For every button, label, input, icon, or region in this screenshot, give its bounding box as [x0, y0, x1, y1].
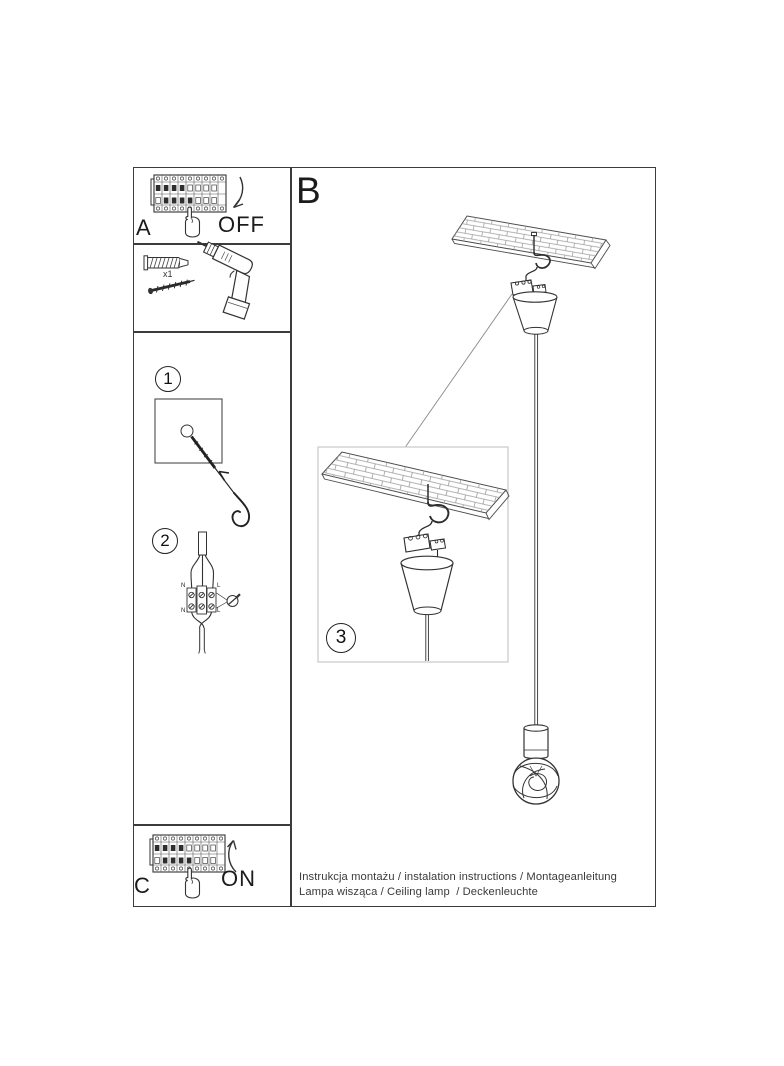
panel-a-divider — [133, 243, 291, 245]
terminal-n-bottom-label: N — [181, 608, 186, 614]
anchor-count-label: x1 — [163, 269, 173, 279]
footer-line-2: Lampa wisząca / Ceiling lamp / Deckenleu… — [299, 886, 538, 898]
power-off-label: OFF — [218, 212, 265, 237]
terminal-l-bottom-label: L — [217, 608, 221, 614]
section-a-label: A — [136, 215, 151, 240]
terminal-n-top-label: N — [181, 583, 186, 589]
step-1-badge: 1 — [155, 366, 181, 392]
outer-frame — [133, 167, 656, 907]
terminal-l-top-label: L — [217, 583, 221, 589]
step-3-badge: 3 — [326, 623, 356, 653]
footer-caption: Instrukcja montażu / instalation instruc… — [299, 870, 617, 900]
section-c-label: C — [134, 873, 150, 898]
footer-line-1: Instrukcja montażu / instalation instruc… — [299, 871, 617, 883]
panel-c-divider — [133, 824, 291, 826]
tools-panel-divider — [133, 331, 291, 333]
step-2-badge: 2 — [152, 528, 178, 554]
section-b-label: B — [296, 170, 321, 211]
power-on-label: ON — [221, 866, 256, 891]
column-divider — [290, 167, 292, 907]
